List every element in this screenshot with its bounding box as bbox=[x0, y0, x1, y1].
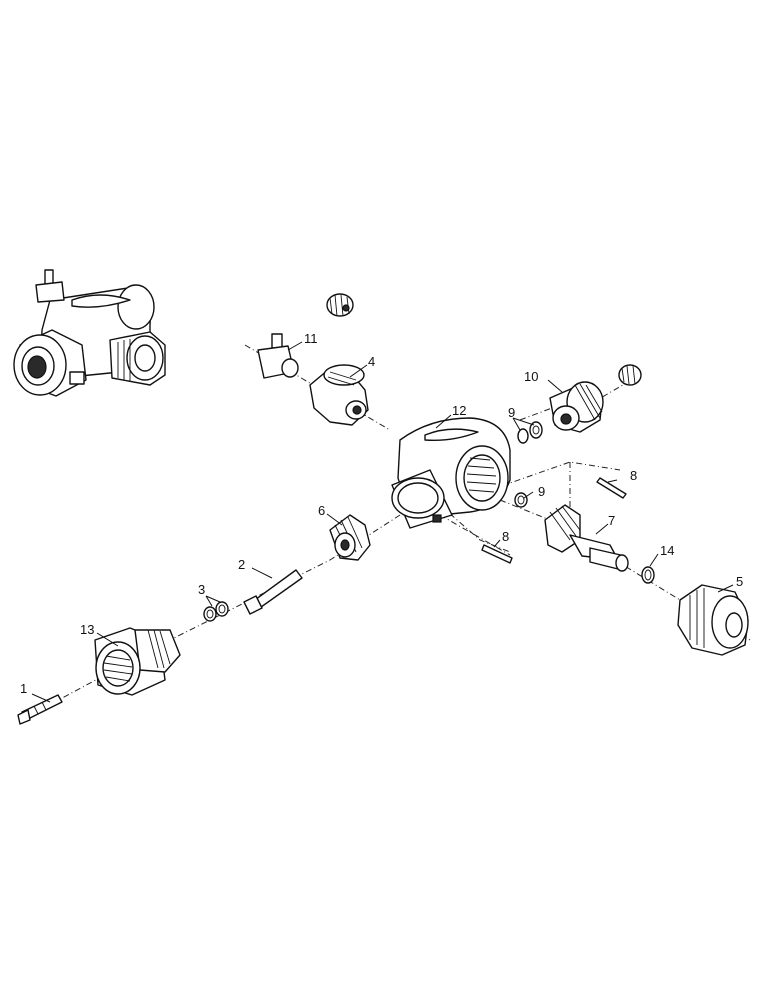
part-6-helical-gear bbox=[329, 514, 371, 561]
part-labels: 1 2 3 4 5 6 7 8 8 9 9 10 11 12 13 14 bbox=[20, 331, 743, 696]
part-12-housing bbox=[391, 417, 511, 529]
label-part-3: 3 bbox=[198, 582, 205, 597]
label-part-9-lower: 9 bbox=[538, 484, 545, 499]
label-part-11: 11 bbox=[304, 331, 318, 346]
label-part-8-lower: 8 bbox=[502, 529, 509, 544]
label-part-12: 12 bbox=[452, 403, 466, 418]
part-9-washer-upper bbox=[517, 421, 543, 444]
threaded-plug-right bbox=[618, 364, 642, 386]
part-13-coupling-nut bbox=[94, 627, 181, 696]
label-part-8-upper: 8 bbox=[630, 468, 637, 483]
part-5-hex-adapter bbox=[677, 584, 749, 656]
label-part-5: 5 bbox=[736, 574, 743, 589]
label-part-1: 1 bbox=[20, 681, 27, 696]
part-8-pin-upper bbox=[596, 477, 627, 499]
label-part-13: 13 bbox=[80, 622, 94, 637]
part-3-washers bbox=[203, 601, 229, 622]
label-part-2: 2 bbox=[238, 557, 245, 572]
label-part-9-upper: 9 bbox=[508, 405, 515, 420]
label-part-7: 7 bbox=[608, 513, 615, 528]
part-8-pin-lower bbox=[481, 544, 513, 564]
threaded-plug-top bbox=[326, 293, 354, 317]
leader-lines bbox=[31, 341, 734, 703]
label-part-14: 14 bbox=[660, 543, 674, 558]
label-part-4: 4 bbox=[368, 354, 375, 369]
label-part-6: 6 bbox=[318, 503, 325, 518]
part-14-o-ring bbox=[641, 566, 655, 584]
part-1-cable-end bbox=[17, 694, 63, 725]
part-7-gear-shaft bbox=[544, 504, 629, 572]
part-2-shaft bbox=[243, 569, 303, 615]
part-9-washer-lower bbox=[514, 492, 528, 508]
part-11-grease-nipple bbox=[257, 333, 299, 379]
part-10-bearing-cap bbox=[549, 381, 604, 433]
label-part-10: 10 bbox=[524, 369, 538, 384]
assembled-unit-view bbox=[13, 269, 166, 397]
part-4-star-cap bbox=[309, 364, 369, 426]
